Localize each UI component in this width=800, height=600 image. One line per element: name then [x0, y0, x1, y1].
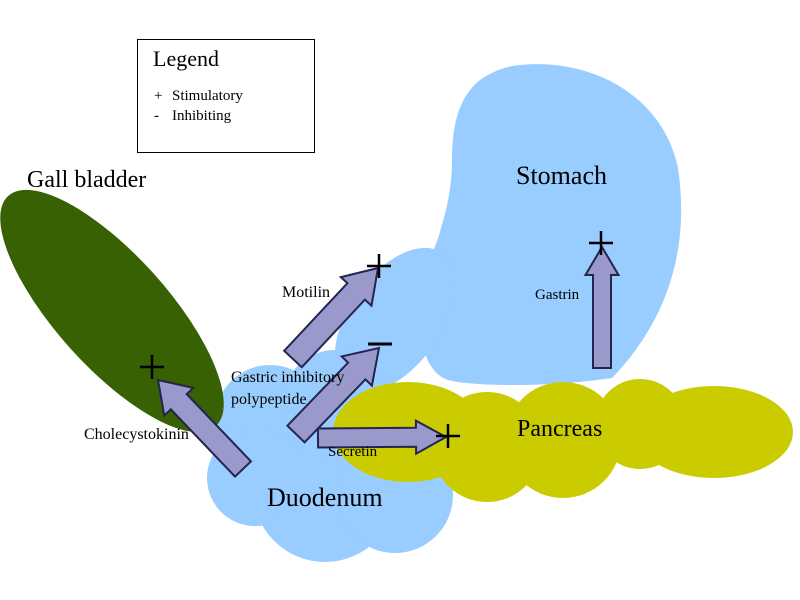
cholecystokinin-label: Cholecystokinin [84, 426, 189, 443]
gall-bladder-shape [0, 189, 224, 433]
hormone-signs [140, 231, 613, 448]
gastric-inhibitory-polypeptide-arrow [285, 346, 381, 444]
secretin-label: Secretin [328, 444, 378, 460]
gastrin-arrow [583, 245, 621, 369]
minus-symbol: - [154, 108, 159, 124]
duodenum-label: Duodenum [267, 483, 383, 512]
secretin-plus-sign [436, 424, 460, 448]
secretin-arrow [316, 419, 449, 456]
motilin-label: Motilin [282, 284, 331, 301]
hormone-arrows [156, 245, 621, 479]
legend-item-label: Stimulatory [172, 88, 243, 104]
gall-bladder-label: Gall bladder [27, 167, 147, 193]
legend: Legend + Stimulatory -Inhibiting [137, 39, 315, 153]
pancreas-label: Pancreas [517, 416, 603, 442]
legend-item-inhibiting: -Inhibiting [154, 106, 314, 126]
gastrin-label: Gastrin [535, 287, 580, 303]
legend-item-stimulatory: + Stimulatory [154, 86, 314, 106]
stomach-label: Stomach [516, 161, 607, 190]
motilin-arrow [282, 266, 380, 369]
cholecystokinin-plus-sign [140, 355, 164, 379]
gastrin-plus-sign [589, 231, 613, 255]
motilin-plus-sign [367, 254, 391, 278]
plus-symbol: + [154, 88, 163, 104]
legend-title: Legend [153, 46, 219, 71]
legend-item-label: Inhibiting [172, 108, 232, 124]
gastric-inhibitory-polypeptide-label: Gastric inhibitory polypeptide [231, 369, 345, 408]
cholecystokinin-arrow [156, 378, 253, 479]
